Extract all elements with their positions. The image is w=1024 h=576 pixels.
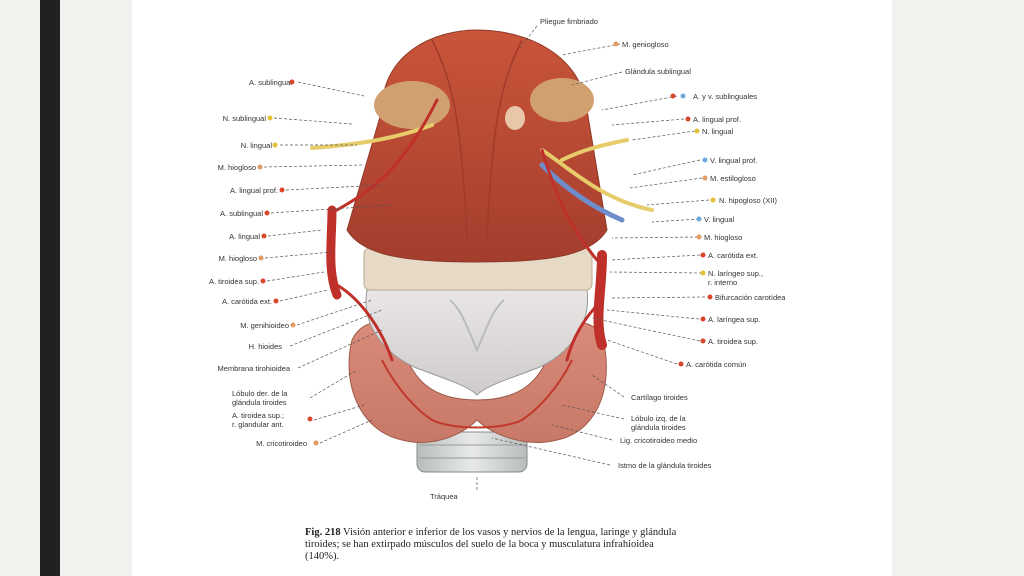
- thyroid-cartilage: [365, 289, 589, 396]
- label-left-a-lingual: A. lingual: [229, 232, 260, 241]
- label-left-n-lingual: N. lingual: [240, 141, 272, 150]
- leader-lines-right: [476, 25, 710, 490]
- sublingual-gland-left: [374, 81, 450, 129]
- label-right-a-v-sublinguales: A. y v. sublinguales: [693, 92, 758, 101]
- sublingual-gland-right: [530, 78, 594, 122]
- label-left-a-sublingual-2: A. sublingual: [220, 209, 263, 218]
- book-page: A. sublingual N. sublingual N. lingual M…: [132, 0, 892, 576]
- label-right-m-estilogloso: M. estilogloso: [710, 174, 756, 183]
- label-right-lobulo-izq: Lóbulo izq. de la glándula tiroides: [631, 414, 686, 432]
- label-left-a-carotida-ext: A. carótida ext.: [221, 297, 272, 306]
- label-right-pliegue-fimbriado: Pliegue fimbriado: [540, 17, 598, 26]
- anatomy-illustration: [263, 25, 710, 490]
- label-right-cartilago-tiroides: Cartílago tiroides: [631, 393, 688, 402]
- label-right-a-carotida-ext: A. carótida ext.: [708, 251, 759, 260]
- label-right-v-lingual: V. lingual: [704, 215, 735, 224]
- figure-caption-text: Visión anterior e inferior de los vasos …: [305, 527, 677, 563]
- label-traquea: Tráquea: [430, 492, 458, 501]
- label-right-n-hipogloso: N. hipogloso (XII): [719, 196, 777, 205]
- label-left-n-sublingual: N. sublingual: [222, 114, 266, 123]
- label-left-m-hiogloso-1: M. hiogloso: [217, 163, 256, 172]
- label-right-a-carotida-comun: A. carótida común: [686, 360, 747, 369]
- figure-number: Fig. 218: [305, 527, 341, 538]
- label-left-m-cricotiroideo: M. cricotiroideo: [256, 439, 307, 448]
- label-left-h-hioides: H. hioides: [248, 342, 282, 351]
- label-left-m-hiogloso-2: M. hiogloso: [218, 254, 257, 263]
- label-right-n-laringeo-sup: N. laríngeo sup., r. interno: [708, 269, 764, 287]
- label-right-lig-cricotiroideo: Lig. cricotiroideo medio: [620, 436, 698, 445]
- label-right-istmo-glandula: Istmo de la glándula tiroides: [618, 461, 712, 470]
- label-left-a-sublingual-1: A. sublingual: [249, 78, 292, 87]
- label-left-a-tiroidea-sup-glandular: A. tiroidea sup.; r. glandular ant.: [232, 411, 285, 429]
- figure-caption: Fig. 218 Visión anterior e inferior de l…: [305, 527, 685, 564]
- label-right-m-geniogloso: M. geniogloso: [622, 40, 669, 49]
- label-left-m-genihioideo: M. genihioideo: [240, 321, 289, 330]
- arteries: [326, 98, 607, 362]
- label-right-v-lingual-prof: V. lingual prof.: [710, 156, 758, 165]
- slide-left-bar: [40, 0, 60, 576]
- label-right-bifurcacion-carotidea: Bifurcación carotídea: [715, 293, 786, 302]
- label-left-a-lingual-prof: A. lingual prof.: [230, 186, 278, 195]
- label-right-a-tiroidea-sup: A. tiroidea sup.: [708, 337, 759, 346]
- label-right-a-laringea-sup: A. laríngea sup.: [708, 315, 761, 324]
- label-right-m-hiogloso: M. hiogloso: [704, 233, 743, 242]
- label-right-glandula-sublingual: Glándula sublingual: [625, 67, 691, 76]
- label-right-n-lingual: N. lingual: [702, 127, 734, 136]
- label-left-membrana-tirohioidea: Membrana tirohioidea: [217, 364, 290, 373]
- leader-lines-left: [263, 81, 393, 444]
- label-left-lobulo-der: Lóbulo der. de la glándula tiroides: [232, 389, 288, 407]
- label-right-a-lingual-prof: A. lingual prof.: [693, 115, 741, 124]
- tongue: [346, 29, 608, 263]
- label-left-a-tiroidea-sup: A. tiroidea sup.: [208, 277, 259, 286]
- nerves: [310, 123, 654, 212]
- trachea: [416, 431, 528, 473]
